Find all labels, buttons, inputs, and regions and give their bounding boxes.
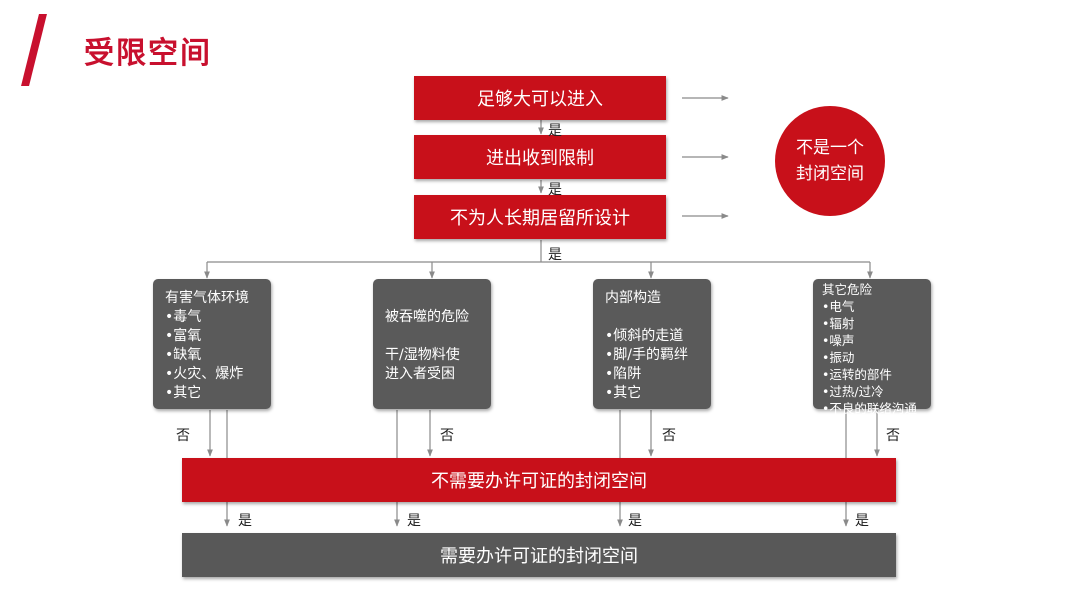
not-confined-space-circle: 不是一个 封闭空间	[775, 106, 885, 216]
permit-required-confined-space: 需要办许可证的封闭空间	[182, 533, 896, 577]
not-confined-line1: 不是一个	[796, 138, 864, 158]
hazard-box-other: 其它危险 •电气 •辐射 •噪声 •振动 •运转的部件 •过热/过冷 •不良的联…	[813, 279, 931, 416]
no-label-1: 否	[176, 428, 190, 444]
no-label-2: 否	[440, 428, 454, 444]
hazard-line: •电气	[822, 299, 855, 314]
not-confined-line2: 封闭空间	[796, 164, 864, 184]
yes-label-1: 是	[548, 123, 562, 139]
hazard-line: •噪声	[822, 333, 855, 348]
no-permit-confined-space: 不需要办许可证的封闭空间	[182, 458, 896, 502]
hazard-line: 干/湿物料使	[385, 347, 460, 363]
yes-label-4: 是	[238, 513, 252, 529]
yes-label-3: 是	[548, 247, 562, 263]
hazard-line: •脚/手的羁绊	[605, 347, 688, 363]
yes-label-7: 是	[855, 513, 869, 529]
no-label-3: 否	[662, 428, 676, 444]
no-label-4: 否	[886, 428, 900, 444]
yes-label-2: 是	[548, 182, 562, 198]
hazard-box-gas: 有害气体环境 •毒气 •富氧 •缺氧 •火灾、爆炸 •其它	[153, 279, 271, 409]
hazard-box-internal-structure: 内部构造 •倾斜的走道 •脚/手的羁绊 •陷阱 •其它	[593, 279, 711, 409]
hazard-line: •其它	[165, 385, 202, 401]
hazard-line: •过热/过冷	[822, 384, 884, 399]
hazard-line: •振动	[822, 350, 855, 365]
hazard-line	[605, 308, 711, 327]
hazard-line: •倾斜的走道	[605, 328, 684, 344]
hazard-line: 内部构造	[605, 290, 661, 306]
criterion-restricted-access: 进出收到限制	[414, 135, 666, 179]
hazard-line: •富氧	[165, 328, 202, 344]
criterion-not-for-occupancy: 不为人长期居留所设计	[414, 195, 666, 239]
criterion-enterable: 足够大可以进入	[414, 76, 666, 120]
hazard-line: 进入者受困	[385, 366, 455, 382]
yes-label-5: 是	[407, 513, 421, 529]
hazard-line: •陷阱	[605, 366, 642, 382]
page-title: 受限空间	[84, 36, 212, 71]
hazard-line: •辐射	[822, 316, 855, 331]
hazard-line: 有害气体环境	[165, 290, 249, 306]
hazard-line: 其它危险	[822, 282, 873, 297]
hazard-line: •毒气	[165, 309, 202, 325]
yes-label-6: 是	[628, 513, 642, 529]
hazard-line: •不良的联络沟通	[822, 401, 917, 416]
hazard-line: •缺氧	[165, 347, 202, 363]
hazard-line: •运转的部件	[822, 367, 892, 382]
hazard-line: •火灾、爆炸	[165, 366, 244, 382]
hazard-line: •其它	[605, 385, 642, 401]
hazard-line: 被吞噬的危险	[385, 309, 469, 325]
hazard-line	[385, 327, 491, 346]
hazard-box-engulfment: 被吞噬的危险 干/湿物料使 进入者受困	[373, 279, 491, 409]
